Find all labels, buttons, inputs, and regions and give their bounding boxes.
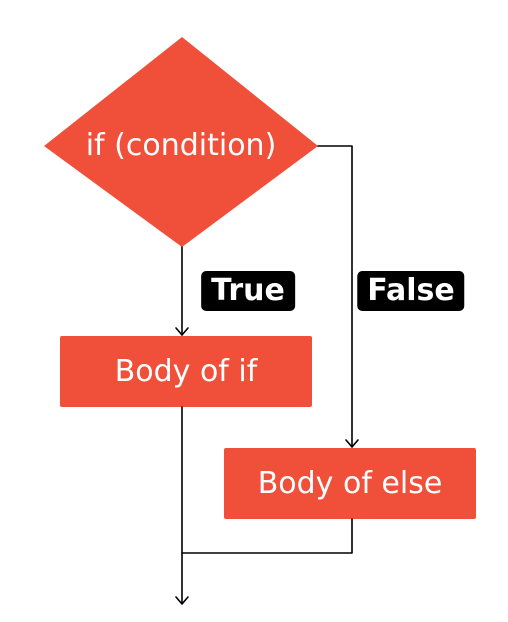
true-branch-arrowhead [175,327,189,336]
decision-label: if (condition) [85,128,277,163]
else-exit-connector [181,518,353,554]
body-of-if-label: Body of if [114,354,258,389]
false-branch-arrowhead [345,439,359,448]
true-branch-label: True [201,271,295,311]
body-of-if-box [60,336,312,407]
false-branch-label: False [357,271,465,311]
decision-diamond [44,37,318,247]
body-of-else-label: Body of else [257,466,443,501]
false-branch-connector [317,145,353,448]
exit-arrowhead [175,596,189,605]
body-of-else-box [224,448,476,519]
